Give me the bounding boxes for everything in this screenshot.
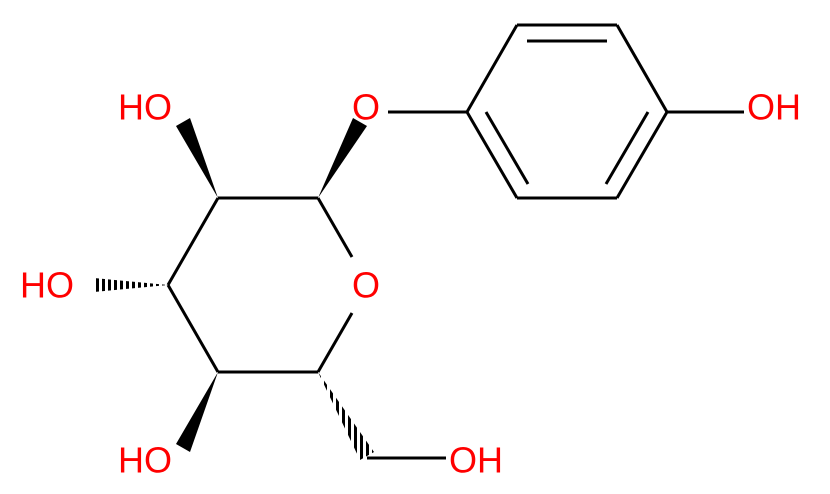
bond-c1-ringO xyxy=(316,197,354,258)
c6-oh-label: OH xyxy=(449,440,503,481)
c2-oh-label: HO xyxy=(118,87,172,128)
bond-ar4 xyxy=(615,111,669,199)
pyranose-ring xyxy=(166,196,354,374)
bond-ar1 xyxy=(465,24,519,113)
wedge-c2-oh xyxy=(176,118,218,198)
hash-c3-oh xyxy=(94,278,168,292)
bond-ar3 xyxy=(615,24,669,113)
bond-c4-c3 xyxy=(166,284,220,373)
bond-ringO-c5 xyxy=(316,312,354,373)
phenol-oh-label: OH xyxy=(747,87,801,128)
bond-c3-c2 xyxy=(166,197,220,286)
bond-ar6 xyxy=(465,111,519,199)
c4-oh-label: HO xyxy=(118,440,172,481)
c3-oh-label: HO xyxy=(20,265,74,306)
ether-oxygen-label: O xyxy=(352,87,380,128)
wedge-c1-ether xyxy=(318,118,367,198)
bond-ar-inner2 xyxy=(604,111,650,185)
ring-oxygen-label: O xyxy=(352,265,380,306)
bond-ar-inner3 xyxy=(484,111,530,185)
hash-c5-c6 xyxy=(318,372,374,460)
wedge-c4-oh xyxy=(176,372,218,452)
benzene-ring xyxy=(465,23,669,200)
